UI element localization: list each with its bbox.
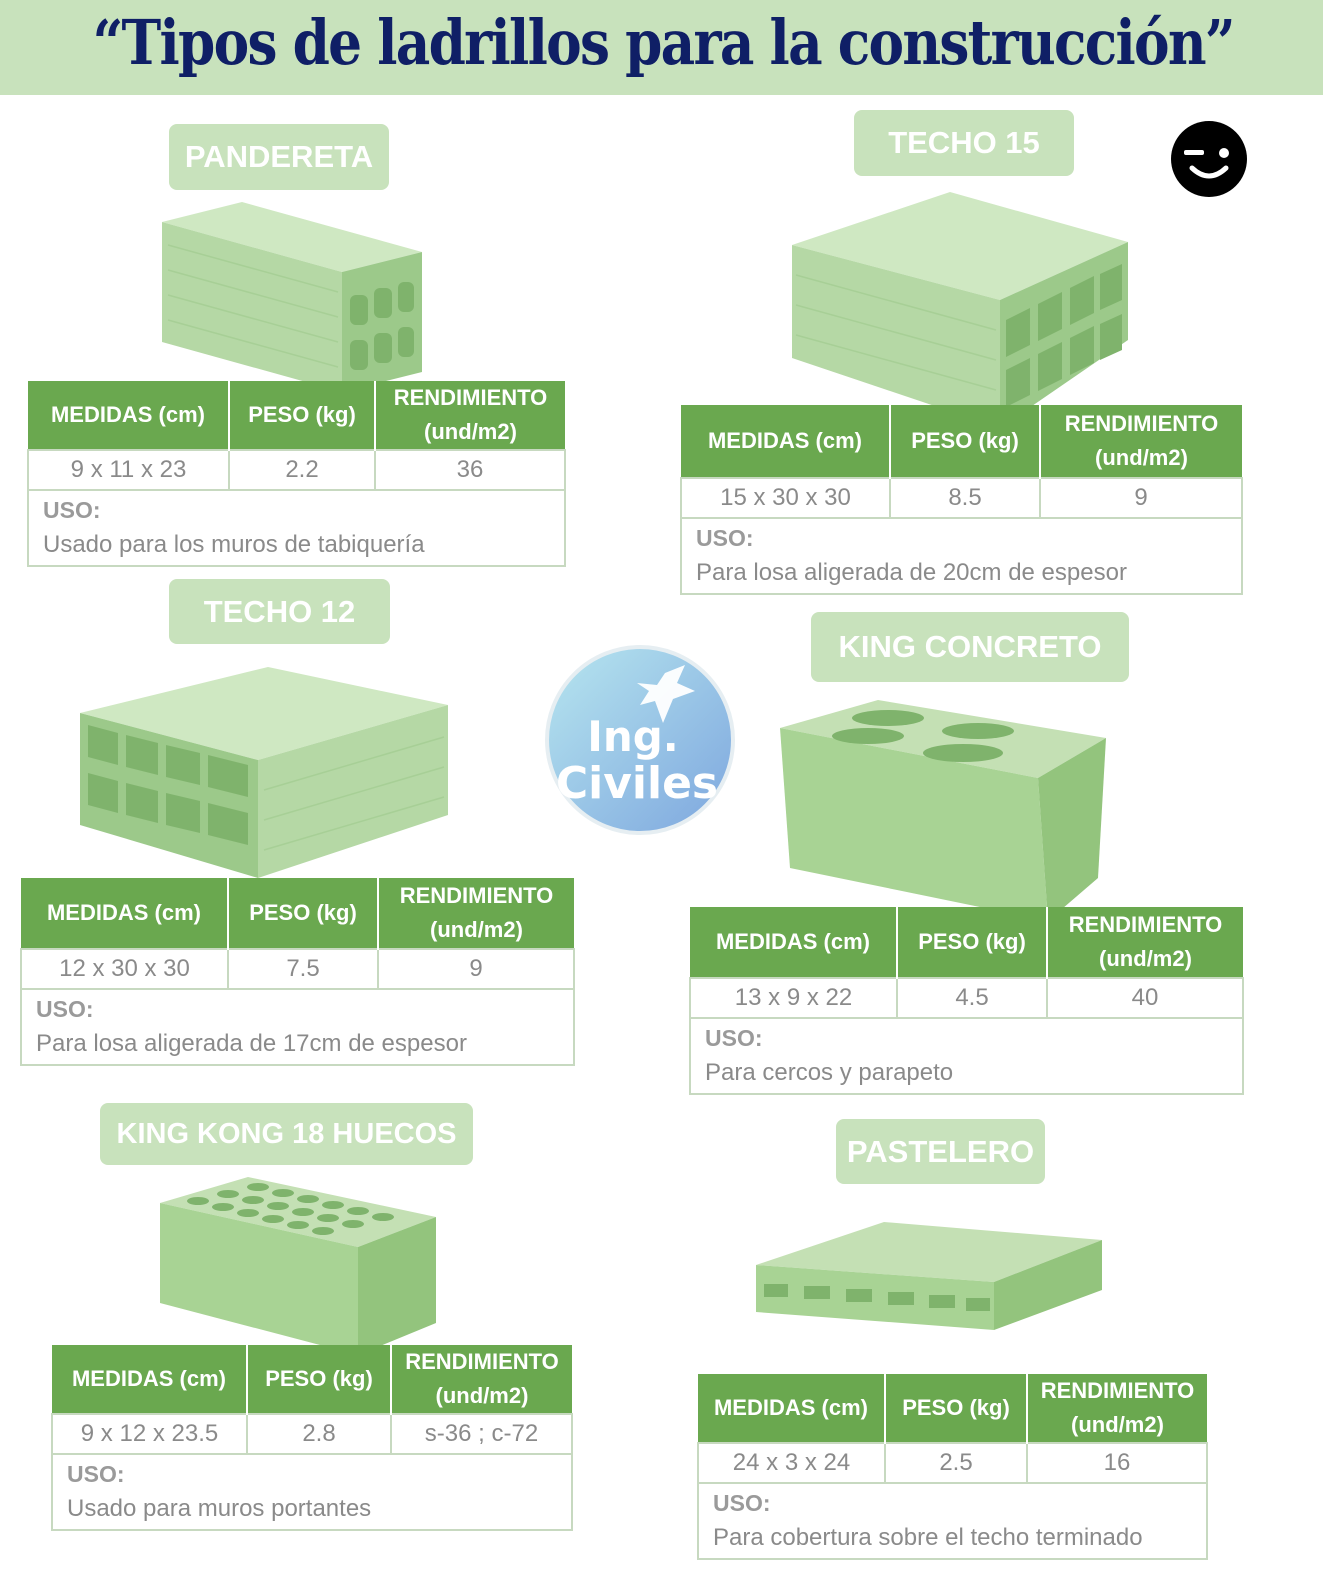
header-peso: PESO (kg) (229, 381, 376, 450)
techo-15-spec-table: MEDIDAS (cm)PESO (kg)RENDIMIENTO(und/m2)… (680, 405, 1243, 595)
page-title: “Tipos de ladrillos para la construcción… (92, 6, 1236, 79)
brick-name-techo-12: TECHO 12 (169, 579, 390, 644)
peso-value: 4.5 (896, 977, 1048, 1019)
techo-15-brick-image (792, 192, 1128, 428)
brick-name-pandereta: PANDERETA (169, 124, 389, 190)
peso-value: 8.5 (889, 477, 1041, 519)
uso-label: USO: (696, 525, 754, 551)
medidas-value: 13 x 9 x 22 (689, 977, 898, 1019)
peso-value: 2.5 (884, 1442, 1028, 1484)
rendimiento-value: 16 (1026, 1442, 1208, 1484)
header-rendimiento: RENDIMIENTO(und/m2) (1047, 907, 1243, 978)
techo-12-brick-image (80, 667, 448, 878)
rendimiento-value: 9 (377, 948, 575, 990)
uso-label: USO: (43, 497, 101, 523)
uso-text: Para losa aligerada de 17cm de espesor (36, 1030, 467, 1057)
uso-text: Para losa aligerada de 20cm de espesor (696, 559, 1127, 586)
rendimiento-value: 36 (374, 449, 566, 491)
logo-line2: Civiles (556, 758, 718, 809)
wink-smiley-icon (1171, 121, 1247, 197)
peso-value: 2.8 (246, 1413, 392, 1455)
techo-12-spec-table: MEDIDAS (cm)PESO (kg)RENDIMIENTO(und/m2)… (20, 878, 575, 1066)
rendimiento-value: 40 (1046, 977, 1244, 1019)
uso-label: USO: (705, 1025, 763, 1051)
medidas-value: 9 x 12 x 23.5 (51, 1413, 248, 1455)
header-medidas: MEDIDAS (cm) (681, 405, 891, 478)
header-peso: PESO (kg) (897, 907, 1048, 978)
uso-label: USO: (713, 1490, 771, 1516)
brick-name-king-kong-18-huecos: KING KONG 18 HUECOS (100, 1103, 473, 1165)
header-peso: PESO (kg) (228, 878, 379, 949)
logo-line1: Ing. (587, 712, 679, 761)
header-medidas: MEDIDAS (cm) (690, 907, 898, 978)
header-peso: PESO (kg) (885, 1374, 1028, 1443)
pandereta-brick-image (162, 202, 422, 392)
peso-value: 2.2 (228, 449, 376, 491)
header-medidas: MEDIDAS (cm) (28, 381, 230, 450)
medidas-value: 24 x 3 x 24 (697, 1442, 886, 1484)
header-rendimiento: RENDIMIENTO(und/m2) (378, 878, 574, 949)
peso-value: 7.5 (227, 948, 379, 990)
uso-text: Usado para muros portantes (67, 1495, 372, 1522)
header-medidas: MEDIDAS (cm) (52, 1345, 248, 1414)
header-medidas: MEDIDAS (cm) (21, 878, 229, 949)
pastelero-spec-table: MEDIDAS (cm)PESO (kg)RENDIMIENTO(und/m2)… (697, 1374, 1208, 1560)
rendimiento-value: s-36 ; c-72 (390, 1413, 573, 1455)
king-concreto-brick-image (780, 700, 1106, 921)
header-rendimiento: RENDIMIENTO(und/m2) (391, 1345, 572, 1414)
medidas-value: 9 x 11 x 23 (27, 449, 230, 491)
header-rendimiento: RENDIMIENTO(und/m2) (1027, 1374, 1207, 1443)
ing-civiles-logo: Ing. Civiles (545, 645, 735, 835)
header-rendimiento: RENDIMIENTO(und/m2) (1040, 405, 1242, 478)
header-peso: PESO (kg) (890, 405, 1041, 478)
brick-name-king-concreto: KING CONCRETO (811, 612, 1129, 682)
pastelero-brick-image (756, 1222, 1102, 1330)
header-peso: PESO (kg) (247, 1345, 392, 1414)
uso-label: USO: (36, 996, 94, 1022)
king-kong-spec-table: MEDIDAS (cm)PESO (kg)RENDIMIENTO(und/m2)… (51, 1345, 573, 1531)
uso-text: Para cobertura sobre el techo terminado (713, 1524, 1143, 1551)
header-medidas: MEDIDAS (cm) (698, 1374, 886, 1443)
pandereta-spec-table: MEDIDAS (cm)PESO (kg)RENDIMIENTO(und/m2)… (27, 381, 566, 567)
uso-text: Usado para los muros de tabiquería (43, 531, 425, 558)
medidas-value: 12 x 30 x 30 (20, 948, 229, 990)
uso-label: USO: (67, 1461, 125, 1487)
rendimiento-value: 9 (1039, 477, 1243, 519)
title-banner (0, 0, 1323, 95)
medidas-value: 15 x 30 x 30 (680, 477, 891, 519)
king-concreto-spec-table: MEDIDAS (cm)PESO (kg)RENDIMIENTO(und/m2)… (689, 907, 1244, 1095)
header-rendimiento: RENDIMIENTO(und/m2) (375, 381, 565, 450)
brick-name-techo-15: TECHO 15 (854, 110, 1074, 176)
brick-name-pastelero: PASTELERO (836, 1119, 1045, 1184)
uso-text: Para cercos y parapeto (705, 1059, 954, 1086)
king-kong-brick-image (160, 1177, 436, 1355)
